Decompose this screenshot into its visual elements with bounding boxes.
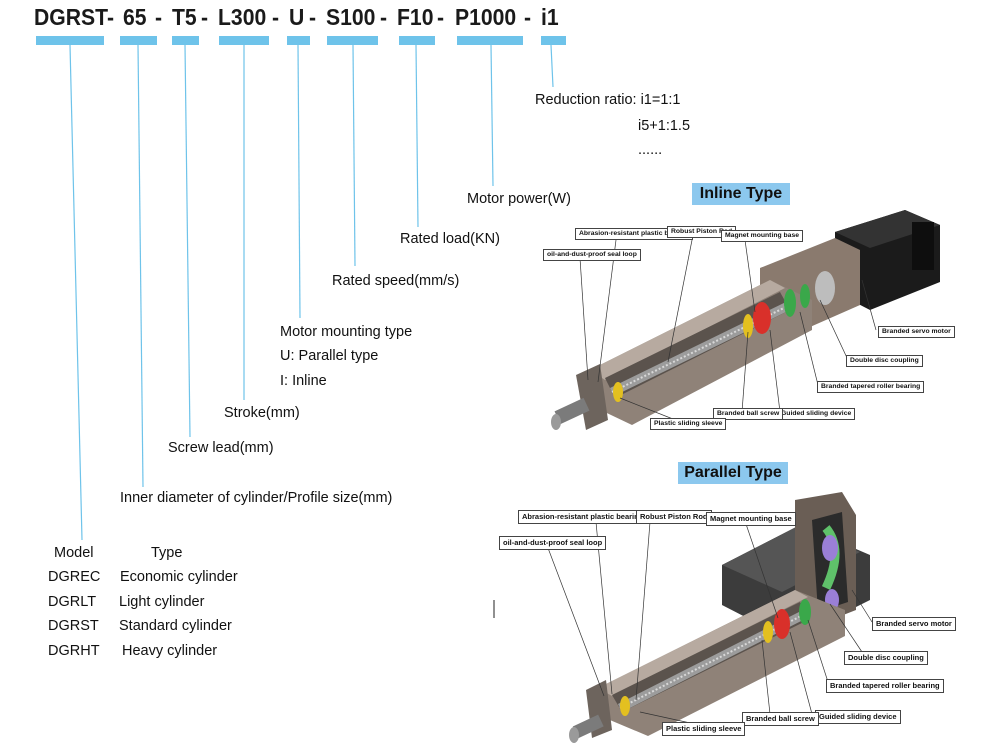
inline-type-title: Inline Type [692,183,790,205]
table-header-model: Model [54,545,94,561]
label-reduction-alt2: ...... [638,142,663,158]
inline-callout-magnet: Magnet mounting base [721,230,804,242]
code-reduction: i1 [541,4,559,30]
inline-callout-seal: oil-and-dust-proof seal loop [543,249,641,261]
table-row-model: DGREC [48,569,101,585]
bar-screw-lead [172,36,199,45]
parallel-callout-piston: Robust Piston Rod [636,510,712,524]
inline-actuator-illustration [551,210,940,430]
code-dash: - [380,4,388,30]
code-dash: - [272,4,280,30]
code-rated-load: F10 [397,4,434,30]
table-header-type: Type [151,545,183,561]
bar-motor-power [457,36,523,45]
label-motor-power: Motor power(W) [467,191,571,207]
inline-callout-ballscrew: Branded ball screw [713,408,784,420]
label-reduction-ratio: Reduction ratio: i1=1:1 [535,92,681,108]
parallel-callout-abrasion: Abrasion-resistant plastic bearing [518,510,648,524]
parallel-callout-sleeve: Plastic sliding sleeve [662,722,746,736]
bar-rated-load [399,36,435,45]
table-row-model: DGRST [48,618,99,634]
label-rated-load: Rated load(KN) [400,231,500,247]
table-row-model: DGRHT [48,643,100,659]
code-mount-type: U [289,4,305,30]
code-rated-speed: S100 [326,4,376,30]
parallel-callout-bearing: Branded tapered roller bearing [826,679,944,693]
table-row-type: Light cylinder [119,594,205,610]
label-rated-speed: Rated speed(mm/s) [332,273,460,289]
code-dash: - [201,4,209,30]
leader-lines [69,44,554,541]
inline-callout-coupling: Double disc coupling [846,355,923,367]
inline-callout-piston: Robust Piston Rod [667,226,737,238]
label-screw-lead: Screw lead(mm) [168,440,274,456]
parallel-callout-ballscrew: Branded ball screw [742,712,819,726]
label-stroke: Stroke(mm) [224,405,300,421]
code-dash: - [155,4,163,30]
code-screw-lead: T5 [172,4,197,30]
code-dash: - [437,4,445,30]
label-mount-i: I: Inline [280,373,327,389]
bar-series [36,36,104,45]
bar-profile-size [120,36,157,45]
label-inner-diameter: Inner diameter of cylinder/Profile size(… [120,490,393,506]
parallel-type-title: Parallel Type [678,462,788,484]
label-mount-u: U: Parallel type [280,348,379,364]
bar-stroke [219,36,269,45]
parallel-callout-seal: oil-and-dust-proof seal loop [499,536,607,550]
code-dash: - [309,4,317,30]
table-row-model: DGRLT [48,594,97,610]
parallel-callout-leaders [547,521,873,727]
code-series: DGRST [34,4,109,30]
code-profile-size: 65 [123,4,147,30]
parallel-callout-coupling: Double disc coupling [844,651,928,665]
inline-callout-leaders [579,234,877,422]
bar-rated-speed [327,36,378,45]
parallel-callout-magnet: Magnet mounting base [706,512,796,526]
table-row-type: Economic cylinder [120,569,238,585]
inline-callout-guided: Guided sliding device [777,408,856,420]
code-stroke: L300 [218,4,267,30]
table-row-type: Standard cylinder [119,618,232,634]
table-row-type: Heavy cylinder [122,643,218,659]
bar-mount-type [287,36,310,45]
parallel-callout-guided: Guided sliding device [815,710,901,724]
inline-callout-servo: Branded servo motor [878,326,955,338]
label-reduction-alt1: i5+1:1.5 [638,118,691,134]
inline-callout-sleeve: Plastic sliding sleeve [650,418,727,430]
parallel-callout-servo: Branded servo motor [872,617,956,631]
parallel-actuator-illustration [569,492,870,743]
inline-callout-bearing: Branded tapered roller bearing [817,381,925,393]
bar-reduction [541,36,566,45]
code-dash: - [107,4,115,30]
code-dash: - [524,4,532,30]
code-motor-power: P1000 [455,4,517,30]
label-motor-mounting: Motor mounting type [280,324,413,340]
